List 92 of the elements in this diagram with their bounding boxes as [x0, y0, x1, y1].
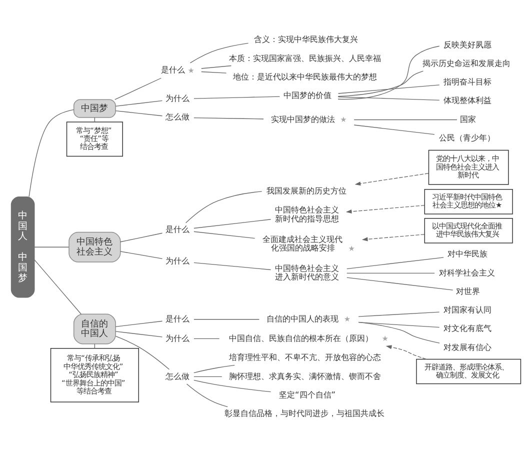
node-label: ★ [348, 243, 355, 252]
connector [34, 246, 70, 247]
node-box: 自信的中国人 [73, 313, 116, 344]
node-text: 是什么 [160, 64, 185, 74]
node-text: 为什么 [165, 254, 190, 265]
connector [201, 64, 232, 68]
node-text: 中国自信、民族自信的根本所在（原因） [229, 332, 374, 342]
node-text: 体现整体利益 [443, 94, 492, 105]
connector [194, 379, 272, 392]
connector [194, 338, 220, 339]
connector [338, 84, 440, 94]
arrow [362, 234, 425, 241]
node-text: 对世界 [456, 285, 480, 296]
arrow [354, 172, 429, 186]
node-text: 中国梦的价值 [284, 90, 332, 100]
connector [194, 218, 272, 228]
connector [194, 376, 222, 377]
arrow [386, 344, 427, 360]
node-text: 实现中国梦的做法 [270, 113, 335, 124]
node-box: 中国梦 [73, 98, 116, 118]
node-box: 以中国式现代化全面推进中华民族伟大复兴 [424, 218, 513, 243]
connector [186, 383, 228, 407]
node-text: 本质：实现国家富强、民族振兴、人民幸福 [229, 52, 382, 62]
connector [194, 96, 280, 98]
node-text: 怎么做 [165, 111, 190, 122]
node-text: 培育理性平和、不卑不亢、开放包容的心态 [229, 352, 382, 362]
node-text: 我国发展新的历史方位 [266, 184, 347, 195]
node-text: 国家 [460, 113, 476, 124]
node-text: 揭示历史命运和发展走向 [422, 57, 510, 68]
connector [194, 230, 256, 238]
node-text: 对中华民族 [447, 248, 488, 258]
node-text: 为什么 [165, 92, 190, 102]
node-text: 对国家有认同 [443, 304, 492, 314]
connector [194, 318, 260, 320]
node-text: 自信的中国人的表现 [266, 312, 338, 323]
connector [115, 335, 170, 370]
node-text: 指明奋斗目标 [443, 76, 492, 86]
connector [194, 262, 272, 270]
node-text: 对科学社会主义 [439, 266, 496, 277]
node-text: 对发展有信心 [443, 341, 492, 352]
node-text: 对文化有底气 [443, 322, 492, 333]
node-text: 中国特色社会主义新时代的指导思想 [274, 204, 339, 224]
connector [115, 100, 163, 106]
connector [338, 96, 440, 100]
connector [358, 311, 440, 316]
node-label: ★ [344, 314, 351, 324]
node-text: 反映美好夙愿 [443, 38, 492, 49]
connector [194, 116, 264, 119]
node-text: 胸怀理想、求真务实、满怀激情、锲而不舍 [229, 370, 382, 380]
connector [114, 77, 162, 100]
connector [354, 118, 458, 120]
node-box: 常与“梦想”“责任”等结合考查 [66, 121, 123, 156]
connector [358, 322, 440, 328]
connector [115, 320, 163, 326]
connector [358, 321, 440, 343]
connector [34, 259, 82, 314]
node-text: 含义：实现中华民族伟大复兴 [254, 34, 358, 44]
connector [338, 70, 424, 96]
arrow [346, 204, 425, 214]
connector [346, 272, 435, 274]
connector [338, 45, 440, 100]
node-text: 公民（青少年） [439, 132, 496, 142]
node-box: 党的十八大以来，中国特色社会主义进入新时代 [428, 149, 509, 184]
node-box: 开辟道路、形成理论体系、确立制度、发展文化 [416, 358, 522, 384]
connector [120, 250, 163, 258]
node-box: 中国特色社会主义 [68, 231, 121, 262]
connector [115, 330, 163, 337]
node-label: ★ [382, 333, 388, 342]
node-text: 全面建成社会主义现代化强国的战略安排 [262, 233, 343, 252]
node-text: 彰显自信品格，与时代同进步，与祖国共成长 [224, 408, 385, 418]
node-text: 中国特色社会主义进入新时代的意义 [274, 262, 339, 282]
node-label: ★ [188, 65, 194, 74]
node-text: 怎么做 [165, 370, 190, 380]
node-text: 地位：是近代以来中华民族最伟大的梦想 [233, 70, 378, 81]
connector [201, 70, 227, 73]
node-text: 是什么 [165, 312, 190, 323]
connector [346, 256, 444, 269]
connector [186, 190, 262, 223]
connector [354, 124, 435, 134]
connector [190, 42, 249, 63]
node-text: 是什么 [165, 224, 190, 234]
connector [194, 364, 235, 373]
connector [346, 276, 454, 290]
connector [28, 108, 74, 197]
node-box: 常与“传承和弘扬中华优秀传统文化”“弘扬民族精神”“世界舞台上的中国”等结合考查 [50, 348, 140, 402]
connector [115, 110, 163, 116]
node-text: 为什么 [165, 332, 190, 342]
connector [120, 232, 163, 242]
node-label: ★ [340, 114, 347, 124]
node-box: 中国人 中国梦 [10, 196, 35, 298]
node-box: 习近平新时代中国特色社会主义思想的地位★ [424, 188, 513, 214]
node-text: 坚定“四个自信” [279, 388, 336, 399]
